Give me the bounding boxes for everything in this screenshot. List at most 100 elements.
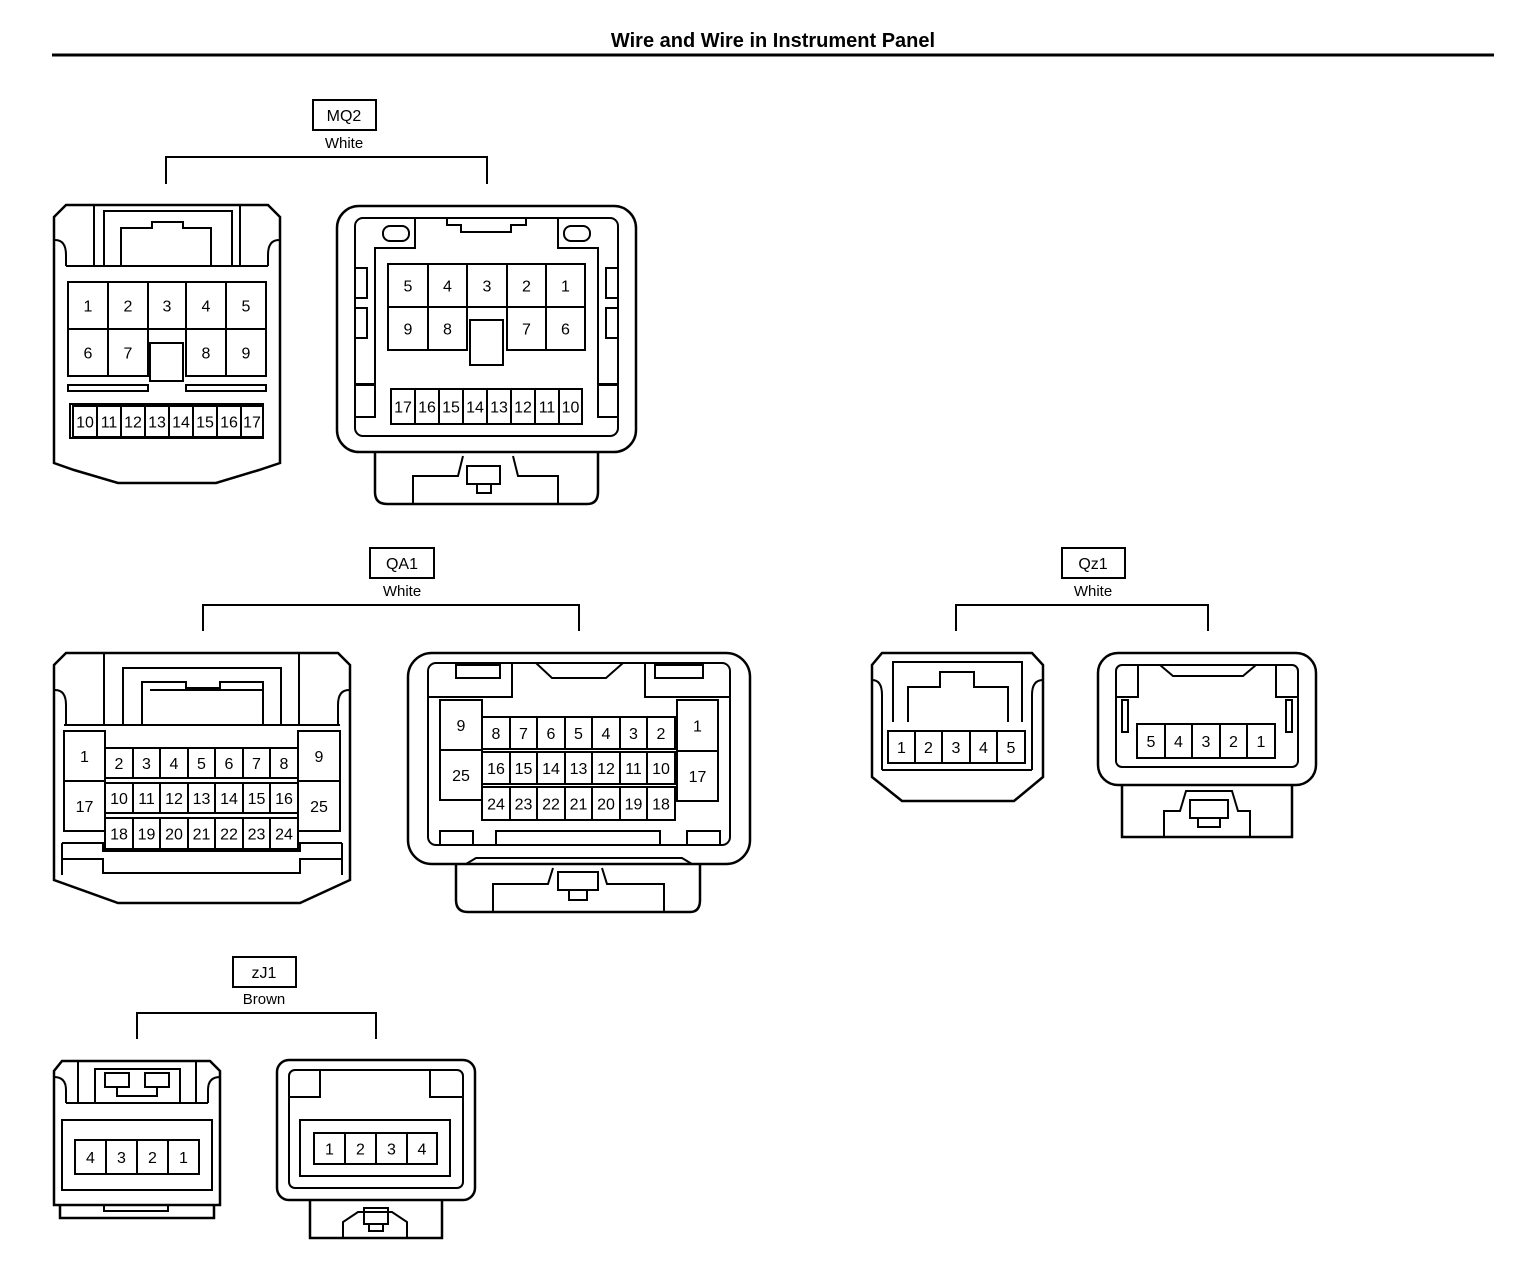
pin-cell	[105, 1139, 138, 1175]
connector-color: White	[1074, 583, 1112, 600]
pin-cell	[439, 699, 483, 751]
pin-cell	[159, 817, 189, 850]
pin-number: 17	[76, 799, 94, 816]
pin-number: 9	[315, 749, 324, 766]
pin-number: 20	[165, 827, 183, 844]
pin-number: 17	[689, 769, 707, 786]
pin-number: 2	[148, 1150, 157, 1167]
connector-code-box	[369, 547, 435, 579]
connector-code-box	[232, 956, 297, 988]
pin-cell	[242, 782, 271, 814]
connector-code: QA1	[386, 556, 418, 573]
connector-code: MQ2	[327, 108, 362, 125]
pin-cell	[132, 747, 161, 779]
pin-cell	[107, 281, 149, 330]
pin-number: 8	[280, 756, 289, 773]
pin-number: 4	[170, 756, 179, 773]
pin-number: 4	[443, 279, 452, 296]
connector-color: White	[325, 135, 363, 152]
pin-cell	[225, 328, 267, 377]
pin-number: 3	[483, 279, 492, 296]
pin-number: 11	[101, 415, 118, 432]
pin-number: 5	[197, 756, 206, 773]
pin-number: 12	[597, 761, 615, 778]
pin-cell	[619, 751, 648, 785]
pin-number: 13	[570, 761, 588, 778]
pin-number: 4	[202, 299, 211, 316]
connector-code: Qz1	[1078, 556, 1107, 573]
pin-number: 8	[202, 346, 211, 363]
pin-number: 4	[602, 726, 611, 743]
pin-number: 19	[138, 827, 156, 844]
pin-cell	[120, 405, 146, 438]
pin-cell	[107, 328, 149, 377]
connector-code-box	[312, 99, 377, 131]
pin-cell	[506, 263, 547, 308]
pin-cell	[545, 306, 586, 351]
connector-pair-bracket	[955, 604, 1209, 631]
pin-number: 11	[539, 400, 556, 417]
pin-number: 22	[542, 797, 560, 814]
connector-pair-bracket	[165, 156, 488, 184]
pin-cell	[74, 1139, 107, 1175]
pin-cell	[67, 281, 109, 330]
pin-number: 3	[142, 756, 151, 773]
pin-cell	[996, 730, 1026, 764]
pin-cell	[619, 786, 648, 821]
pin-number: 25	[452, 768, 470, 785]
pin-number: 19	[625, 797, 643, 814]
pin-number: 3	[163, 299, 172, 316]
pin-number: 10	[562, 400, 580, 417]
connector-code: zJ1	[252, 965, 277, 982]
pin-number: 16	[418, 400, 436, 417]
pin-cell	[481, 751, 511, 785]
pin-cell	[167, 1139, 200, 1175]
pin-cell	[387, 306, 429, 351]
pin-cell	[427, 263, 468, 308]
pin-cell	[225, 281, 267, 330]
pin-number: 2	[1229, 734, 1238, 751]
pin-cell	[481, 786, 511, 821]
pin-cell	[297, 780, 341, 832]
pin-number: 2	[115, 756, 124, 773]
pin-number: 24	[275, 827, 293, 844]
pin-number: 7	[522, 322, 531, 339]
pin-number: 15	[515, 761, 533, 778]
page-title: Wire and Wire in Instrument Panel	[611, 30, 935, 52]
pin-number: 4	[979, 740, 988, 757]
pin-number: 5	[1007, 740, 1016, 757]
pin-cell	[545, 263, 586, 308]
pin-number: 3	[387, 1142, 396, 1159]
pin-number: 3	[1202, 734, 1211, 751]
pin-number: 5	[242, 299, 251, 316]
connector-pair-bracket	[136, 1012, 377, 1039]
pin-cell	[1246, 723, 1276, 759]
pin-number: 16	[275, 791, 293, 808]
pin-number: 9	[242, 346, 251, 363]
pin-number: 4	[418, 1142, 427, 1159]
pin-number: 2	[124, 299, 133, 316]
pin-number: 15	[442, 400, 460, 417]
pin-number: 13	[193, 791, 211, 808]
pin-cell	[1191, 723, 1221, 759]
pin-number: 14	[172, 415, 190, 432]
pin-number: 5	[1147, 734, 1156, 751]
pin-number: 13	[148, 415, 166, 432]
pin-number: 23	[515, 797, 533, 814]
pin-number: 4	[86, 1150, 95, 1167]
pin-cell	[510, 388, 536, 425]
pin-number: 4	[1174, 734, 1183, 751]
pin-number: 12	[514, 400, 532, 417]
